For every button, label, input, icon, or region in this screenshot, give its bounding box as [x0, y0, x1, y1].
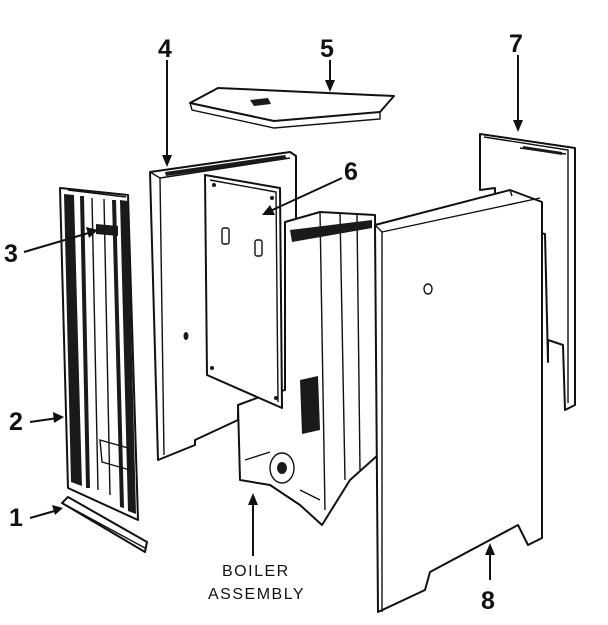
label-boiler-line2: ASSEMBLY	[208, 586, 305, 603]
label-part-6: 6	[344, 158, 358, 186]
label-part-4: 4	[158, 35, 172, 63]
part-6-jacket-panel	[204, 174, 283, 409]
label-part-2: 2	[9, 408, 23, 436]
label-part-8: 8	[481, 587, 495, 615]
label-part-5: 5	[320, 35, 334, 63]
part-8-right-panel	[374, 189, 543, 613]
label-part-3: 3	[4, 240, 18, 268]
part-1-base-strip	[61, 496, 148, 553]
label-part-1: 1	[9, 504, 23, 532]
leader-arrows	[23, 55, 523, 580]
part-5-top-cover	[189, 87, 395, 129]
label-part-7: 7	[509, 30, 523, 58]
part-2-front-door	[59, 187, 139, 521]
boiler-assembly	[237, 211, 379, 526]
label-boiler-line1: BOILER	[222, 563, 290, 580]
